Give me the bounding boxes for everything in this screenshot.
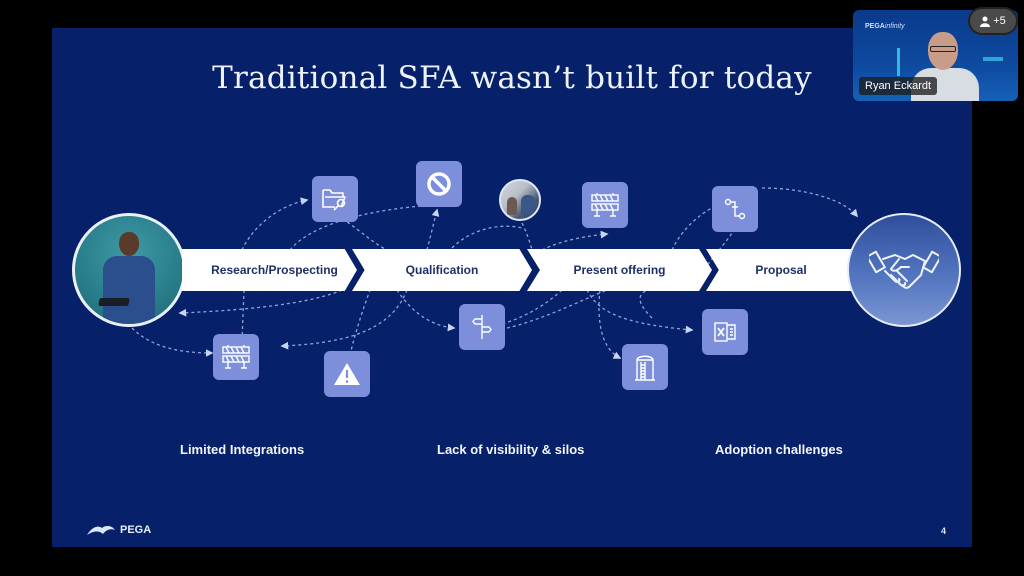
participants-count: +5 <box>993 15 1006 27</box>
dashed-connectors <box>131 187 858 374</box>
prohibited-icon <box>427 172 451 196</box>
folder-search-icon <box>322 189 346 211</box>
barrier-tile-top <box>582 182 628 228</box>
salesperson-avatar <box>72 213 186 327</box>
person-icon <box>980 16 991 27</box>
folder-search-tile <box>312 176 358 222</box>
silo-icon <box>635 355 655 381</box>
warning-tile <box>324 351 370 397</box>
barrier-tile-bottom <box>213 334 259 380</box>
challenge-adoption: Adoption challenges <box>715 442 843 457</box>
participants-button[interactable]: +5 <box>968 7 1018 35</box>
participant-name-label: Ryan Eckardt <box>859 77 938 95</box>
page-number: 4 <box>941 526 947 536</box>
stage-research-prospecting: Research/Prospecting <box>182 249 357 291</box>
warning-icon <box>334 363 360 385</box>
handshake-icon <box>869 250 939 289</box>
presentation-slide: Traditional SFA wasn’t built for today <box>52 28 972 547</box>
barrier-icon <box>591 193 619 217</box>
stage-qualification: Qualification <box>352 249 532 291</box>
slide-title: Traditional SFA wasn’t built for today <box>212 60 812 96</box>
challenge-limited-integrations: Limited Integrations <box>180 442 305 457</box>
pega-wing-icon <box>87 525 115 535</box>
barrier-icon <box>222 345 250 369</box>
signpost-tile <box>459 304 505 350</box>
handshake-circle <box>847 213 961 327</box>
team-meeting-photo <box>499 179 541 221</box>
pega-logo: PEGA <box>86 524 151 536</box>
flowchart-tile <box>712 186 758 232</box>
silo-tile <box>622 344 668 390</box>
challenge-visibility-silos: Lack of visibility & silos <box>437 442 585 457</box>
stage-proposal: Proposal <box>706 249 866 291</box>
excel-tile <box>702 309 748 355</box>
flowchart-icon <box>724 198 746 220</box>
excel-icon <box>714 322 736 342</box>
stage-present-offering: Present offering <box>527 249 712 291</box>
signpost-icon <box>472 315 492 339</box>
video-brand: PEGAinfinity <box>865 23 905 30</box>
prohibited-tile <box>416 161 462 207</box>
